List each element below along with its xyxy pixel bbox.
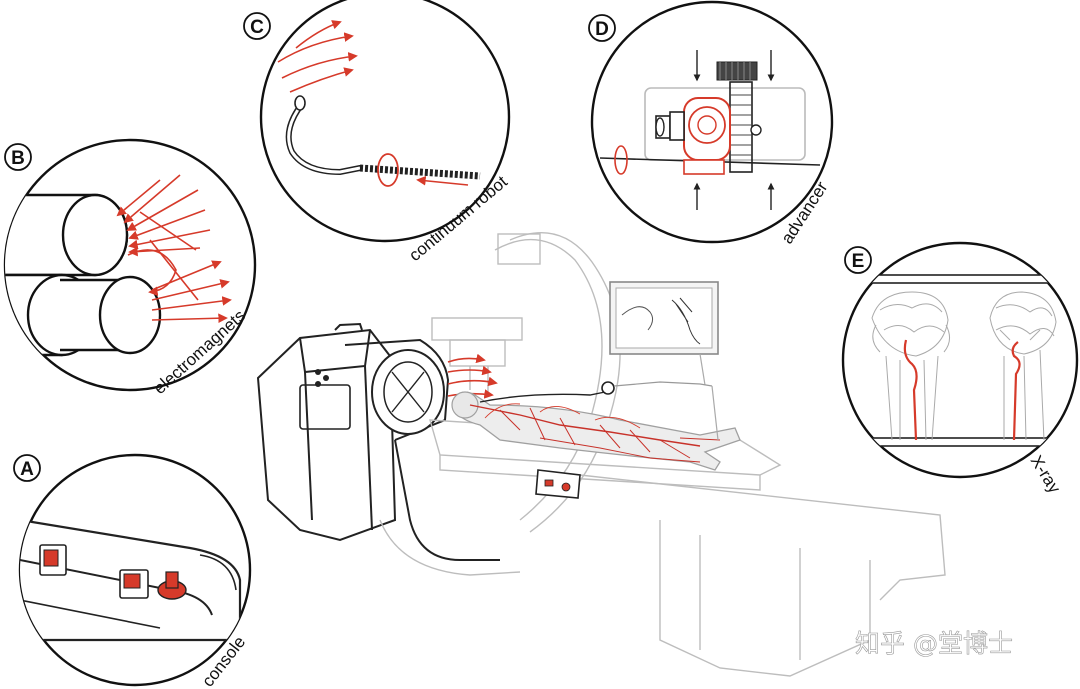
badge-d: D — [588, 14, 616, 42]
advancer-stand — [479, 381, 719, 441]
badge-e: E — [844, 246, 872, 274]
panel-c-continuum-robot: continuum robot C — [243, 0, 511, 265]
robot-shaft — [359, 164, 481, 180]
field-arrows-scene — [447, 353, 498, 399]
watermark: 知乎 @堂博士 — [855, 629, 1013, 658]
badge-c: C — [243, 12, 271, 40]
badge-d-letter: D — [595, 19, 609, 40]
pressure-arrows — [693, 50, 775, 210]
badge-e-letter: E — [852, 251, 865, 272]
console-joystick — [157, 571, 187, 600]
panel-d-advancer: advancer D — [588, 0, 834, 247]
xray-monitor — [609, 281, 719, 386]
advancer-knob — [716, 61, 758, 81]
badge-c-letter: C — [250, 17, 264, 38]
patient-body — [451, 391, 741, 471]
console-lever-left — [39, 544, 67, 576]
xray-lateral-catheter — [1011, 341, 1021, 441]
magnet-housing — [256, 322, 521, 576]
badge-b-letter: B — [11, 148, 25, 169]
xray-frontal-view — [871, 291, 950, 441]
xray-lateral-view — [989, 291, 1057, 441]
panel-b-electromagnets: electromagnets B — [3, 138, 257, 398]
central-equipment — [256, 232, 946, 677]
flow-arrows — [277, 20, 358, 93]
advancer-roller — [683, 97, 731, 175]
table-console — [535, 469, 581, 499]
panel-e-xray: X-ray E — [841, 241, 1079, 497]
advancer-connector — [655, 111, 685, 141]
badge-a: A — [13, 454, 41, 482]
magnet-face — [371, 349, 445, 435]
label-xray: X-ray — [1027, 452, 1065, 497]
magnetic-field-arrows — [116, 174, 232, 324]
xray-frontal-catheter — [903, 339, 918, 441]
badge-b: B — [4, 143, 32, 171]
console-lever-right — [119, 569, 149, 599]
panel-a-console: console A — [13, 453, 252, 689]
badge-a-letter: A — [20, 459, 34, 480]
